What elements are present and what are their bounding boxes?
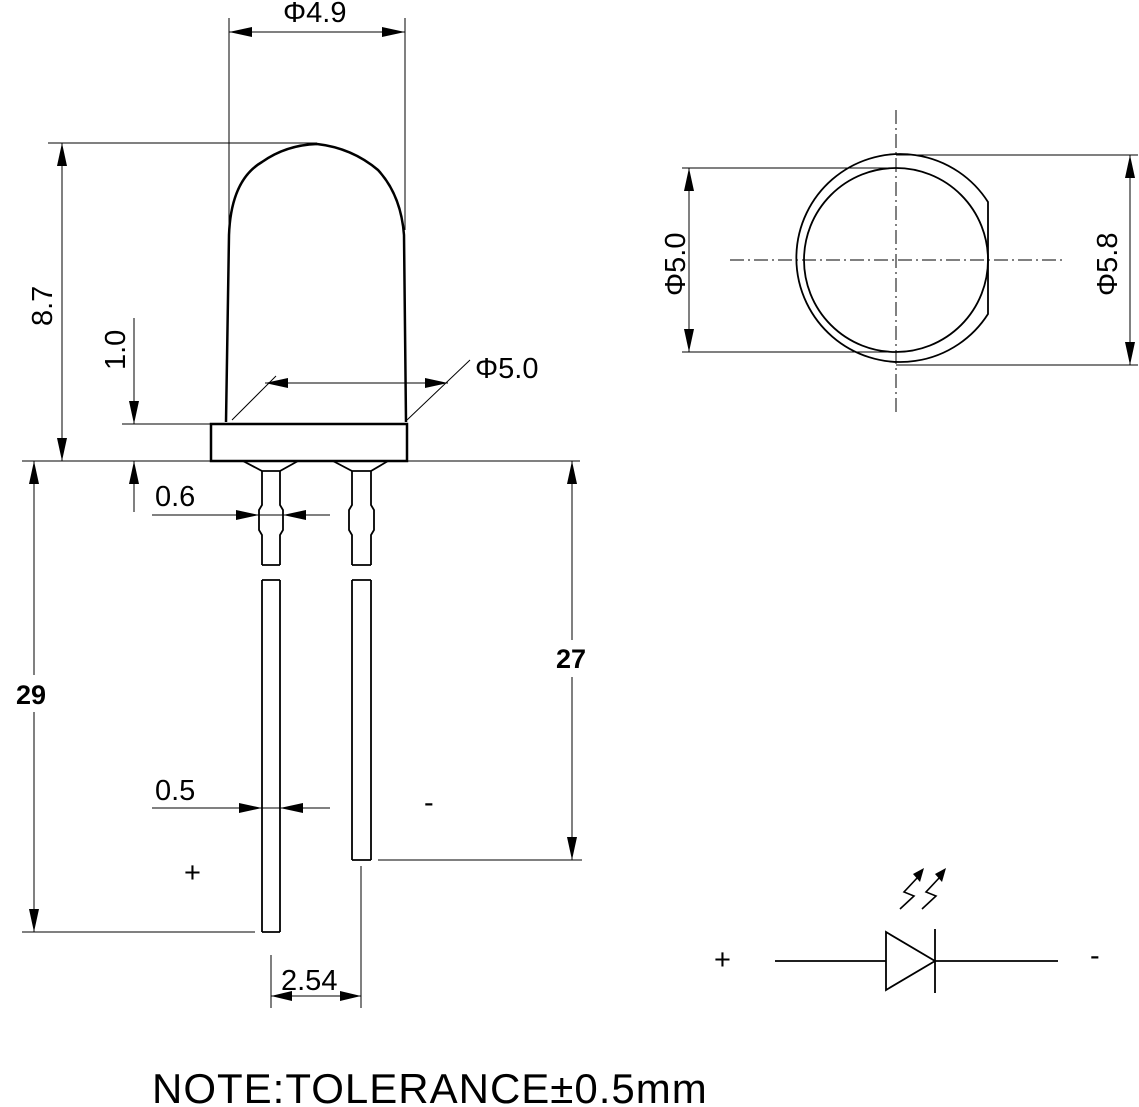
dim-lead-pitch-text: 2.54 — [281, 965, 337, 997]
lead-neck-left — [242, 460, 299, 472]
led-side-view: Φ4.9 8.7 1.0 Φ5.0 — [16, 0, 586, 1008]
dim-body-height-text: 8.7 — [27, 286, 59, 326]
dim-total-length-text: 29 — [16, 680, 46, 710]
dim-lead-width-upper-text: 0.6 — [155, 481, 195, 513]
anode-polarity-label: + — [184, 857, 201, 889]
cathode-polarity-label: - — [424, 787, 434, 819]
led-top-view: Φ5.0 Φ5.8 — [660, 110, 1138, 412]
dim-top-inner-diameter: Φ5.0 — [660, 167, 896, 353]
dim-lead-width-upper: 0.6 — [152, 481, 330, 520]
lead-cathode-lower — [351, 579, 372, 861]
dim-total-length: 29 — [16, 461, 255, 933]
light-emission-arrows-icon — [899, 868, 946, 910]
dim-flange-diameter-text: Φ5.0 — [475, 353, 538, 385]
dim-top-outer-diameter: Φ5.8 — [896, 154, 1138, 366]
dim-top-inner-diameter-text: Φ5.0 — [660, 233, 692, 296]
dim-lead-length: 27 — [378, 461, 586, 861]
dim-lens-diameter-text: Φ4.9 — [283, 0, 346, 29]
dim-body-height: 8.7 — [27, 142, 317, 461]
dim-flange-height-text: 1.0 — [100, 330, 132, 370]
dim-flange-height: 1.0 — [100, 318, 211, 512]
tolerance-note: NOTE:TOLERANCE±0.5mm — [152, 1065, 708, 1107]
dim-top-outer-diameter-text: Φ5.8 — [1092, 233, 1124, 296]
dim-flange-diameter: Φ5.0 — [231, 353, 538, 421]
symbol-anode-label: + — [714, 944, 731, 976]
symbol-cathode-label: - — [1090, 940, 1100, 972]
led-flange — [209, 422, 409, 463]
diode-triangle — [885, 930, 937, 992]
led-body-outline — [224, 142, 408, 423]
lead-neck-right — [332, 460, 389, 472]
dim-lens-diameter: Φ4.9 — [228, 0, 406, 230]
dim-lead-pitch: 2.54 — [270, 866, 362, 1008]
top-view-outer-flange — [795, 153, 989, 363]
lead-anode-lower — [261, 579, 281, 933]
dim-lead-width-lower-text: 0.5 — [155, 775, 195, 807]
lead-anode-upper — [258, 471, 284, 566]
dim-lead-length-text: 27 — [556, 644, 586, 674]
dim-lead-width-lower: 0.5 — [152, 775, 330, 813]
led-schematic-symbol: + - — [714, 868, 1100, 993]
lead-cathode-upper — [348, 471, 375, 566]
